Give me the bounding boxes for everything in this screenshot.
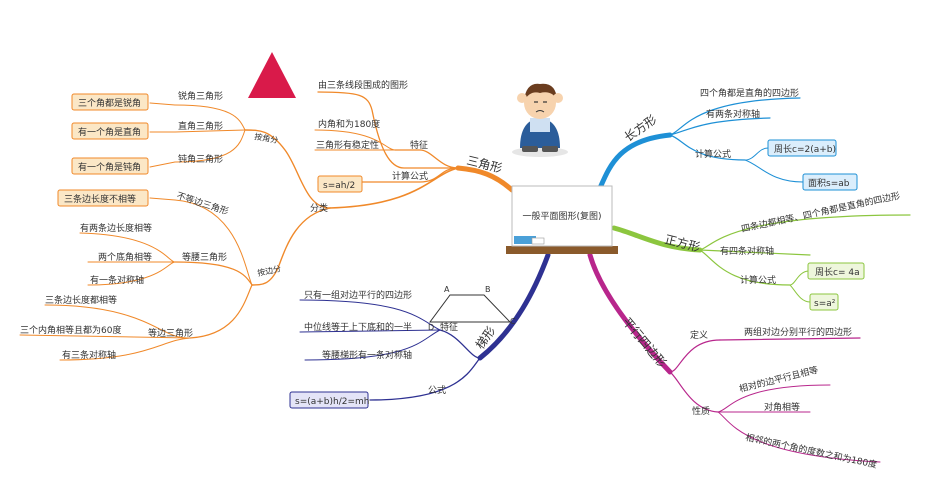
- scalene-triangle-label: 不等边三角形: [175, 189, 230, 217]
- square-item-2: 有四条对称轴: [720, 245, 774, 257]
- red-triangle-shape: [248, 52, 296, 98]
- triangle-feature-angle-sum: 内角和为180度: [318, 118, 380, 130]
- triangle-formula-box: s=ah/2: [317, 175, 363, 193]
- square-perimeter-box: 周长c= 4a: [807, 262, 865, 280]
- vertex-a-label: A: [444, 285, 450, 294]
- triangle-feature-label: 特征: [410, 139, 428, 151]
- triangle-branch: [19, 91, 515, 361]
- isosceles-item-2: 两个底角相等: [98, 251, 152, 263]
- square-item-1: 四条边都相等、四个角都是直角的四边形: [740, 190, 901, 235]
- isosceles-item-3: 有一条对称轴: [90, 274, 144, 286]
- square-perimeter: 周长c= 4a: [815, 266, 860, 278]
- obtuse-triangle-label: 钝角三角形: [178, 153, 223, 165]
- parallelogram-property-label: 性质: [692, 405, 710, 417]
- rectangle-formula-label: 计算公式: [695, 148, 731, 160]
- thinking-boy-illustration: [512, 83, 568, 157]
- square-area-box: s=a²: [809, 293, 839, 311]
- acute-note-box: 三个角都是锐角: [71, 93, 149, 111]
- trapezoid-figure: A B C D: [428, 285, 516, 332]
- rectangle-area-box: 面积s=ab: [802, 173, 858, 191]
- rectangle-perimeter: 周长c=2(a+b): [774, 143, 836, 155]
- rectangle-area: 面积s=ab: [808, 177, 850, 189]
- square-area: s=a²: [814, 299, 836, 309]
- vertex-b-label: B: [485, 285, 491, 294]
- parallelogram-branch: [587, 252, 881, 463]
- by-side-label: 按边分: [256, 263, 282, 278]
- acute-note: 三个角都是锐角: [78, 97, 141, 109]
- vertex-d-label: D: [428, 323, 434, 332]
- scalene-note-box: 三条边长度不相等: [57, 189, 149, 207]
- triangle-classify-label: 分类: [310, 202, 328, 214]
- trapezoid-feature-label: 特征: [440, 321, 458, 333]
- obtuse-note: 有一个角是钝角: [78, 161, 141, 173]
- trapezoid-feature-2: 中位线等于上下底和的一半: [304, 321, 412, 333]
- square-branch: [611, 214, 911, 303]
- branch-square-label[interactable]: 正方形: [663, 231, 702, 254]
- trapezoid-branch: [299, 252, 551, 401]
- trapezoid-formula-value: s=(a+b)h/2=mh: [295, 397, 370, 407]
- square-formula-label: 计算公式: [740, 274, 776, 286]
- isosceles-triangle-label: 等腰三角形: [182, 251, 227, 263]
- parallelogram-property-2: 对角相等: [764, 401, 800, 413]
- acute-triangle-label: 锐角三角形: [178, 90, 223, 102]
- rectangle-perimeter-box: 周长c=2(a+b): [767, 139, 837, 157]
- isosceles-item-1: 有两条边长度相等: [80, 222, 152, 234]
- right-triangle-label: 直角三角形: [178, 120, 223, 132]
- parallelogram-property-1: 相对的边平行且相等: [738, 364, 820, 395]
- rectangle-item-1: 四个角都是直角的四边形: [700, 87, 799, 99]
- parallelogram-property-3: 相邻的两个角的度数之和为180度: [744, 431, 878, 471]
- equilateral-item-2: 三个内角相等且都为60度: [20, 324, 121, 336]
- central-topic[interactable]: 一般平面图形(复图): [506, 185, 618, 254]
- triangle-formula-value: s=ah/2: [323, 181, 355, 191]
- right-note: 有一个角是直角: [78, 126, 141, 138]
- triangle-feature-stable: 三角形有稳定性: [316, 139, 379, 151]
- central-topic-title: 一般平面图形(复图): [522, 210, 601, 222]
- triangle-definition: 由三条线段围成的图形: [318, 79, 408, 91]
- rectangle-branch: [597, 97, 804, 191]
- trapezoid-formula-label: 公式: [428, 384, 446, 396]
- by-angle-label: 按角分: [254, 131, 279, 145]
- vertex-c-label: C: [510, 317, 516, 326]
- equilateral-item-3: 有三条对称轴: [62, 349, 116, 361]
- rectangle-item-2: 有两条对称轴: [706, 108, 760, 120]
- parallelogram-definition: 两组对边分别平行的四边形: [744, 326, 852, 338]
- branch-parallelogram-label[interactable]: 平行四边形: [620, 315, 669, 370]
- trapezoid-formula-box: s=(a+b)h/2=mh: [289, 391, 370, 409]
- equilateral-triangle-label: 等边三角形: [148, 327, 193, 339]
- trapezoid-feature-3: 等腰梯形有一条对称轴: [322, 349, 412, 361]
- obtuse-note-box: 有一个角是钝角: [71, 157, 149, 175]
- right-note-box: 有一个角是直角: [71, 122, 149, 140]
- triangle-formula-label: 计算公式: [392, 170, 428, 182]
- trapezoid-feature-1: 只有一组对边平行的四边形: [304, 289, 412, 301]
- scalene-note: 三条边长度不相等: [64, 193, 136, 205]
- parallelogram-definition-label: 定义: [690, 329, 708, 341]
- equilateral-item-1: 三条边长度都相等: [45, 294, 117, 306]
